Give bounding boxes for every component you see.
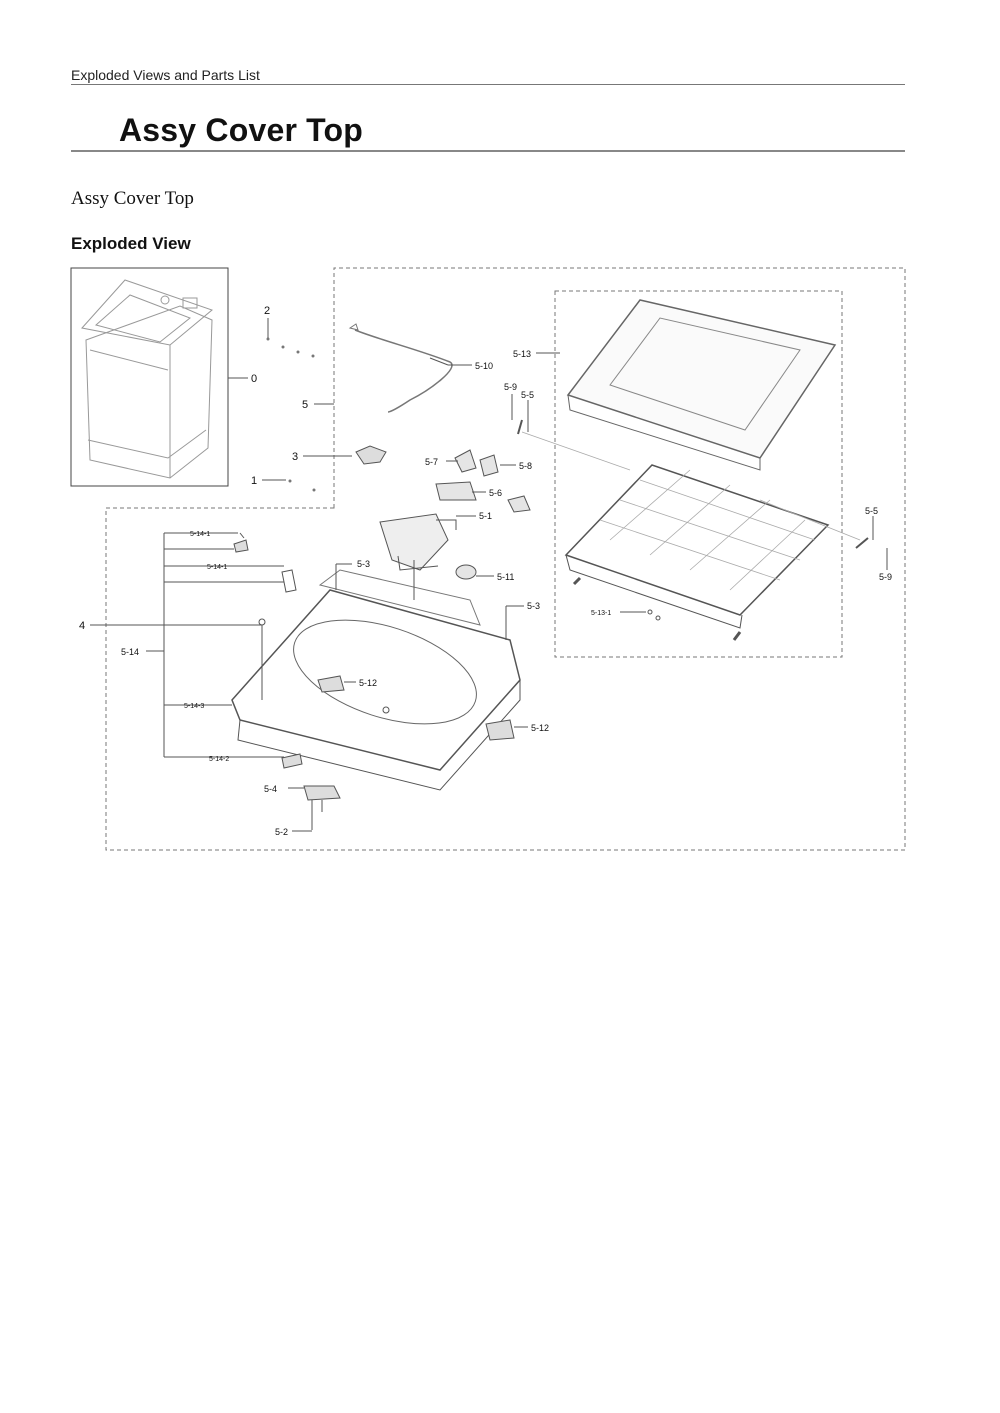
washer-overview bbox=[70, 267, 229, 487]
label-5-14-2: 5-14-2 bbox=[209, 756, 229, 763]
control-panel bbox=[379, 513, 449, 571]
label-5-10: 5-10 bbox=[475, 361, 493, 371]
assembly-boundary bbox=[105, 267, 906, 851]
label-5-11: 5-11 bbox=[497, 572, 514, 582]
label-5-3-a: 5-3 bbox=[357, 559, 370, 569]
label-5-4: 5-4 bbox=[264, 784, 277, 794]
label-5-14-3: 5-14-3 bbox=[184, 703, 204, 710]
label-5-9-b: 5-9 bbox=[879, 572, 892, 582]
part-3 bbox=[355, 445, 387, 465]
label-5: 5 bbox=[302, 399, 308, 411]
label-5-14: 5-14 bbox=[121, 647, 139, 657]
lid-glass bbox=[566, 299, 837, 459]
tub-opening bbox=[293, 619, 477, 725]
label-5-7: 5-7 bbox=[425, 457, 438, 467]
wire-harness bbox=[354, 329, 453, 413]
label-5-12-b: 5-12 bbox=[531, 723, 549, 733]
label-5-2: 5-2 bbox=[275, 827, 288, 837]
label-0: 0 bbox=[251, 373, 257, 385]
screws bbox=[266, 337, 316, 492]
label-1: 1 bbox=[251, 475, 257, 487]
header-section-title: Exploded Views and Parts List bbox=[71, 67, 260, 83]
part-5-11 bbox=[455, 564, 477, 580]
lid-frame bbox=[564, 464, 830, 616]
page-title: Assy Cover Top bbox=[119, 112, 364, 148]
label-5-13: 5-13 bbox=[513, 349, 531, 359]
label-5-1: 5-1 bbox=[479, 511, 492, 521]
page-subtitle: Assy Cover Top bbox=[71, 188, 194, 209]
label-4: 4 bbox=[79, 620, 85, 632]
label-5-13-1: 5-13-1 bbox=[591, 610, 611, 617]
label-5-5-b: 5-5 bbox=[865, 506, 878, 516]
label-2: 2 bbox=[264, 305, 270, 317]
header-divider bbox=[71, 84, 905, 85]
label-5-14-1-a: 5-14-1 bbox=[190, 531, 210, 538]
label-5-14-1-b: 5-14-1 bbox=[207, 564, 227, 571]
section-heading: Exploded View bbox=[71, 234, 191, 253]
part-5-4 bbox=[303, 785, 341, 801]
title-divider bbox=[71, 150, 905, 152]
cover-subassembly-boundary bbox=[554, 290, 843, 658]
label-5-3-b: 5-3 bbox=[527, 601, 540, 611]
label-5-12-a: 5-12 bbox=[359, 678, 377, 688]
label-5-9-a: 5-9 bbox=[504, 382, 517, 392]
label-3: 3 bbox=[292, 451, 298, 463]
hinge-parts bbox=[435, 449, 531, 513]
label-5-5-a: 5-5 bbox=[521, 390, 534, 400]
label-5-8: 5-8 bbox=[519, 461, 532, 471]
label-5-6: 5-6 bbox=[489, 488, 502, 498]
